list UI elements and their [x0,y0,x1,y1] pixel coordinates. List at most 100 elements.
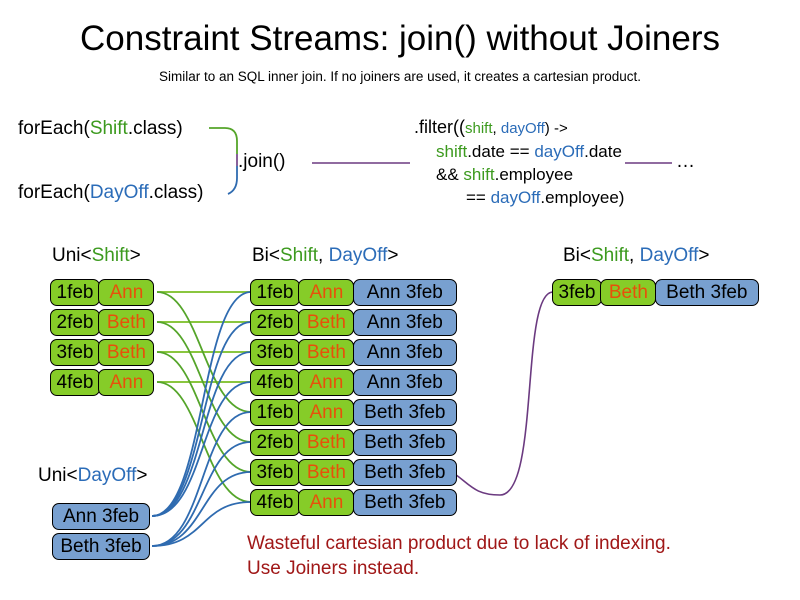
filter-line-1: .filter((shift, dayOff) -> [414,116,624,140]
filter-line-4: == dayOff.employee) [466,186,624,209]
shift-employee: Ann [98,279,155,306]
cartesian-shift-date: 1feb [250,399,300,426]
filter-line1-suffix: ) -> [544,120,568,137]
uni-dayoff-suffix: > [136,465,148,486]
cartesian-dayoff-text: Beth 3feb [364,462,446,483]
shift-employee-text: Ann [109,282,144,303]
label-bi-middle: Bi<Shift, DayOff> [252,245,398,267]
cartesian-dayoff: Ann 3feb [352,279,457,306]
cartesian-shift-date-text: 4feb [256,492,294,513]
warning-message: Wasteful cartesian product due to lack o… [247,531,671,581]
shift-date-text: 3feb [56,342,94,363]
bi-right-type2: DayOff [639,245,699,266]
shift-employee: Beth [98,339,155,366]
code-filter-block: .filter((shift, dayOff) -> shift.date ==… [414,116,624,209]
bi-right-sep: , [629,245,640,266]
dayoff-text: Ann 3feb [52,503,150,530]
result-dayoff: Beth 3feb [654,279,759,306]
label-uni-shift: Uni<Shift> [52,245,141,267]
filter-l3-suffix: .employee [494,165,574,184]
cartesian-shift-date: 2feb [250,429,300,456]
bi-right-prefix: Bi< [563,245,591,266]
filter-l2-var2: dayOff [534,142,585,161]
uni-shift-suffix: > [129,245,141,266]
cartesian-shift-employee-text: Beth [306,312,346,333]
bi-mid-type1: Shift [280,245,319,266]
cartesian-card: 1feb Ann Ann 3feb [250,279,457,306]
dayoff-card: Ann 3feb [52,503,150,530]
cartesian-dayoff: Beth 3feb [352,459,457,486]
cartesian-dayoff: Ann 3feb [352,369,457,396]
cartesian-shift-date: 3feb [250,339,300,366]
foreach-dayoff-prefix: forEach( [18,182,90,203]
cartesian-shift-date-text: 2feb [256,312,294,333]
label-uni-dayoff: Uni<DayOff> [38,465,148,487]
cartesian-card: 1feb Ann Beth 3feb [250,399,457,426]
result-card: 3feb Beth Beth 3feb [552,279,759,306]
filter-var-dayoff: dayOff [500,120,545,137]
dayoff-text-text: Ann 3feb [62,506,140,527]
cartesian-shift-employee-text: Beth [306,462,346,483]
uni-dayoff-type: DayOff [77,465,137,486]
shift-date: 3feb [50,339,100,366]
cartesian-shift-employee-text: Beth [306,432,346,453]
cartesian-shift-date: 1feb [250,279,300,306]
warning-line-2: Use Joiners instead. [247,558,420,579]
cartesian-shift-employee: Beth [298,309,355,336]
filter-l3-prefix: && [436,165,464,184]
result-dayoff-text: Beth 3feb [666,282,748,303]
cartesian-dayoff-text: Ann 3feb [366,342,443,363]
cartesian-shift-employee-text: Ann [309,402,344,423]
cartesian-dayoff: Beth 3feb [352,429,457,456]
result-shift-employee: Beth [600,279,657,306]
shift-employee: Beth [98,309,155,336]
code-join-call: .join() [238,151,286,172]
cartesian-card: 2feb Beth Ann 3feb [250,309,457,336]
cartesian-shift-employee-text: Ann [309,492,344,513]
cartesian-dayoff-text: Beth 3feb [364,402,446,423]
filter-l2-mid: .date == [467,142,535,161]
bi-right-type1: Shift [591,245,630,266]
cartesian-dayoff: Beth 3feb [352,489,457,516]
cartesian-shift-date-text: 4feb [256,372,294,393]
filter-var-shift: shift [465,120,493,137]
cartesian-card: 3feb Beth Ann 3feb [250,339,457,366]
filter-prefix: .filter(( [414,117,465,137]
cartesian-shift-employee: Beth [298,339,355,366]
cartesian-dayoff: Beth 3feb [352,399,457,426]
cartesian-dayoff-text: Ann 3feb [366,282,443,303]
cartesian-shift-employee-text: Ann [309,282,344,303]
filter-l2-var: shift [436,142,468,161]
cartesian-shift-employee-text: Beth [306,342,346,363]
filter-line-2: shift.date == dayOff.date [436,140,624,163]
bi-mid-suffix: > [387,245,399,266]
bi-mid-prefix: Bi< [252,245,280,266]
cartesian-dayoff-text: Beth 3feb [364,432,446,453]
uni-dayoff-prefix: Uni< [38,465,78,486]
filter-l4-var: dayOff [490,188,541,207]
foreach-dayoff-type: DayOff [89,182,149,203]
shift-date: 2feb [50,309,100,336]
uni-shift-type: Shift [91,245,130,266]
cartesian-shift-employee: Beth [298,459,355,486]
result-shift-employee-text: Beth [608,282,648,303]
uni-shift-prefix: Uni< [52,245,92,266]
dayoff-text: Beth 3feb [52,533,150,560]
cartesian-dayoff-text: Ann 3feb [366,312,443,333]
foreach-shift-suffix: .class) [127,118,183,139]
cartesian-shift-employee: Ann [298,489,355,516]
cartesian-dayoff-text: Ann 3feb [366,372,443,393]
bi-mid-type2: DayOff [328,245,388,266]
filter-l2-suffix: .date [584,142,622,161]
filter-l4-suffix: .employee) [540,188,625,207]
filter-l4-prefix: == [466,188,491,207]
filter-line-3: && shift.employee [436,163,624,186]
shift-date: 1feb [50,279,100,306]
shift-card: 1feb Ann [50,279,155,306]
page-title: Constraint Streams: join() without Joine… [80,19,720,58]
result-shift-date: 3feb [552,279,602,306]
